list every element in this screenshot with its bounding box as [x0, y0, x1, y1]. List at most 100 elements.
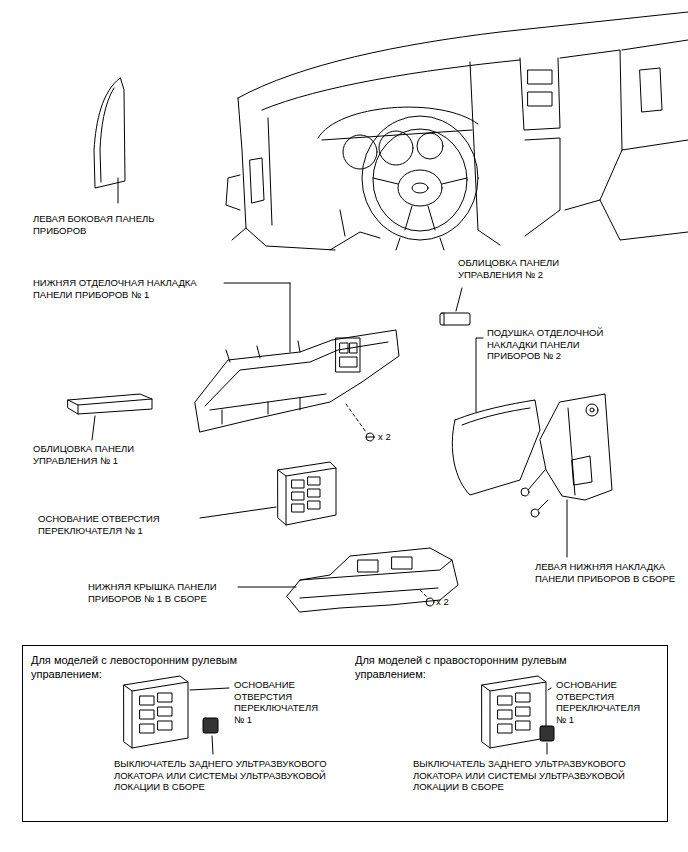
switch-base-drawing-line — [308, 477, 320, 485]
dashboard-drawing-line — [373, 129, 467, 231]
lower-panel-drawing-line — [590, 408, 594, 412]
lower-cover-drawing-line — [287, 548, 458, 612]
lower-trim-drawing-line — [205, 342, 388, 406]
finish-bar-drawing-line — [68, 394, 152, 414]
part-label: ВЫКЛЮЧАТЕЛЬ ЗАДНЕГО УЛЬТРАЗВУКОВОГО ЛОКА… — [413, 758, 653, 793]
dashboard-drawing-line — [525, 138, 560, 236]
dashboard-drawing-line — [442, 178, 467, 184]
lower-cover-drawing-line — [392, 557, 412, 569]
dashboard-drawing-line — [340, 210, 345, 236]
side-panel-drawing-line — [100, 88, 114, 182]
lower-trim-drawing-line — [226, 341, 300, 362]
lower-cover-drawing-line — [426, 598, 434, 606]
switch-base-drawing-line — [292, 492, 304, 500]
part-label: ВЫКЛЮЧАТЕЛЬ ЗАДНЕГО УЛЬТРАЗВУКОВОГО ЛОКА… — [114, 758, 354, 793]
dashboard-drawing-line — [362, 116, 478, 240]
finish-bar-drawing — [68, 394, 152, 440]
inset-rhd-drawing-line — [547, 743, 548, 754]
dashboard-drawing-line — [412, 183, 428, 193]
inset-lhd-drawing-line — [203, 718, 218, 733]
inset-rhd-drawing — [482, 676, 554, 754]
dashboard-drawing-line — [622, 140, 688, 150]
dashboard-drawing-line — [396, 238, 400, 250]
pad-drawing-line — [476, 338, 483, 412]
dashboard-drawing-line — [373, 178, 398, 184]
lower-cover-drawing-line — [300, 560, 452, 580]
dashboard-drawing-line — [226, 175, 240, 210]
lower-trim-drawing-line — [366, 433, 374, 441]
part-label: НИЖНЯЯ КРЫШКА ПАНЕЛИ ПРИБОРОВ № 1 В СБОР… — [88, 581, 233, 604]
dashboard-drawing-line — [238, 98, 335, 250]
inset-lhd-drawing-line — [190, 688, 229, 690]
lower-panel-drawing-line — [572, 456, 592, 485]
dashboard-drawing-line — [470, 62, 500, 245]
switch-base-drawing-line — [292, 480, 304, 488]
inset-rhd-drawing-line — [516, 693, 530, 702]
dashboard-drawing-line — [520, 58, 560, 130]
lower-cover-drawing — [238, 548, 458, 612]
inset-lhd-drawing — [124, 676, 229, 754]
switch-base-drawing-line — [308, 489, 320, 497]
lower-panel-drawing-line — [528, 470, 545, 490]
lower-trim-drawing-line — [222, 398, 300, 424]
switch-base-drawing-line — [308, 501, 320, 509]
quantity-label: x 2 — [436, 596, 466, 608]
finish-small-drawing-line — [456, 288, 462, 311]
inset-rhd-drawing-line — [548, 688, 551, 690]
part-label: ОСНОВАНИЕ ОТВЕРСТИЯ ПЕРЕКЛЮЧАТЕЛЯ № 1 — [38, 513, 188, 536]
lower-trim-drawing-line — [350, 343, 357, 353]
lower-panel-drawing — [521, 394, 612, 557]
lower-trim-drawing-line — [224, 283, 290, 284]
switch-base-drawing — [200, 462, 336, 525]
finish-bar-drawing-line — [68, 399, 152, 414]
lower-trim-drawing-line — [340, 357, 357, 367]
dashboard-drawing-line — [600, 200, 688, 240]
drive-heading: Для моделей с правосторонним рулевым упр… — [355, 654, 580, 681]
lower-panel-drawing-line — [567, 500, 568, 557]
switch-base-drawing-line — [200, 507, 276, 518]
inset-lhd-drawing-line — [158, 721, 172, 730]
dashboard-drawing-line — [318, 107, 478, 138]
lower-cover-drawing-line — [300, 588, 438, 598]
inset-rhd-drawing-line — [482, 676, 546, 748]
part-label: ЛЕВАЯ НИЖНЯЯ НАКЛАДКА ПАНЕЛИ ПРИБОРОВ В … — [535, 561, 680, 584]
part-label: ОБЛИЦОВКА ПАНЕЛИ УПРАВЛЕНИЯ № 2 — [458, 257, 583, 280]
lower-trim-drawing-line — [346, 404, 366, 432]
lower-trim-drawing — [195, 283, 399, 441]
dashboard-drawing-line — [250, 158, 264, 203]
dashboard-drawing-line — [232, 228, 246, 240]
lower-trim-drawing-line — [340, 343, 348, 353]
dashboard-drawing-line — [405, 206, 412, 230]
dashboard-drawing-line — [268, 118, 272, 225]
part-label: ОСНОВАНИЕ ОТВЕРСТИЯ ПЕРЕКЛЮЧАТЕЛЯ № 1 — [234, 679, 328, 725]
dashboard-drawing — [226, 12, 688, 250]
dashboard-drawing-line — [398, 170, 442, 206]
pad-drawing-line — [452, 400, 540, 495]
switch-base-drawing-line — [278, 462, 336, 525]
pad-drawing — [452, 338, 540, 495]
dashboard-drawing-line — [417, 133, 443, 159]
inset-lhd-drawing-line — [124, 676, 188, 748]
switch-base-drawing-line — [292, 504, 304, 512]
finish-small-drawing — [440, 288, 470, 325]
lower-panel-drawing-line — [586, 404, 598, 416]
lower-cover-drawing-line — [420, 590, 428, 598]
lower-panel-drawing-line — [531, 509, 539, 517]
dashboard-drawing-line — [528, 70, 552, 84]
inset-rhd-drawing-line — [516, 707, 530, 716]
part-label: ПОДУШКА ОТДЕЛОЧНОЙ НАКЛАДКИ ПАНЕЛИ ПРИБО… — [487, 327, 617, 362]
side-panel-drawing — [94, 78, 125, 203]
dashboard-drawing-line — [440, 238, 444, 250]
inset-lhd-drawing-line — [212, 736, 213, 754]
inset-rhd-drawing-line — [482, 682, 546, 748]
inset-lhd-drawing-line — [140, 724, 154, 733]
dashboard-drawing-line — [640, 68, 662, 112]
variant-frame: Для моделей с левосторонним рулевым упра… — [22, 645, 668, 822]
inset-lhd-drawing-line — [158, 707, 172, 716]
dashboard-drawing-line — [528, 92, 552, 106]
inset-lhd-drawing-line — [124, 682, 188, 748]
inset-lhd-drawing-line — [140, 696, 154, 705]
